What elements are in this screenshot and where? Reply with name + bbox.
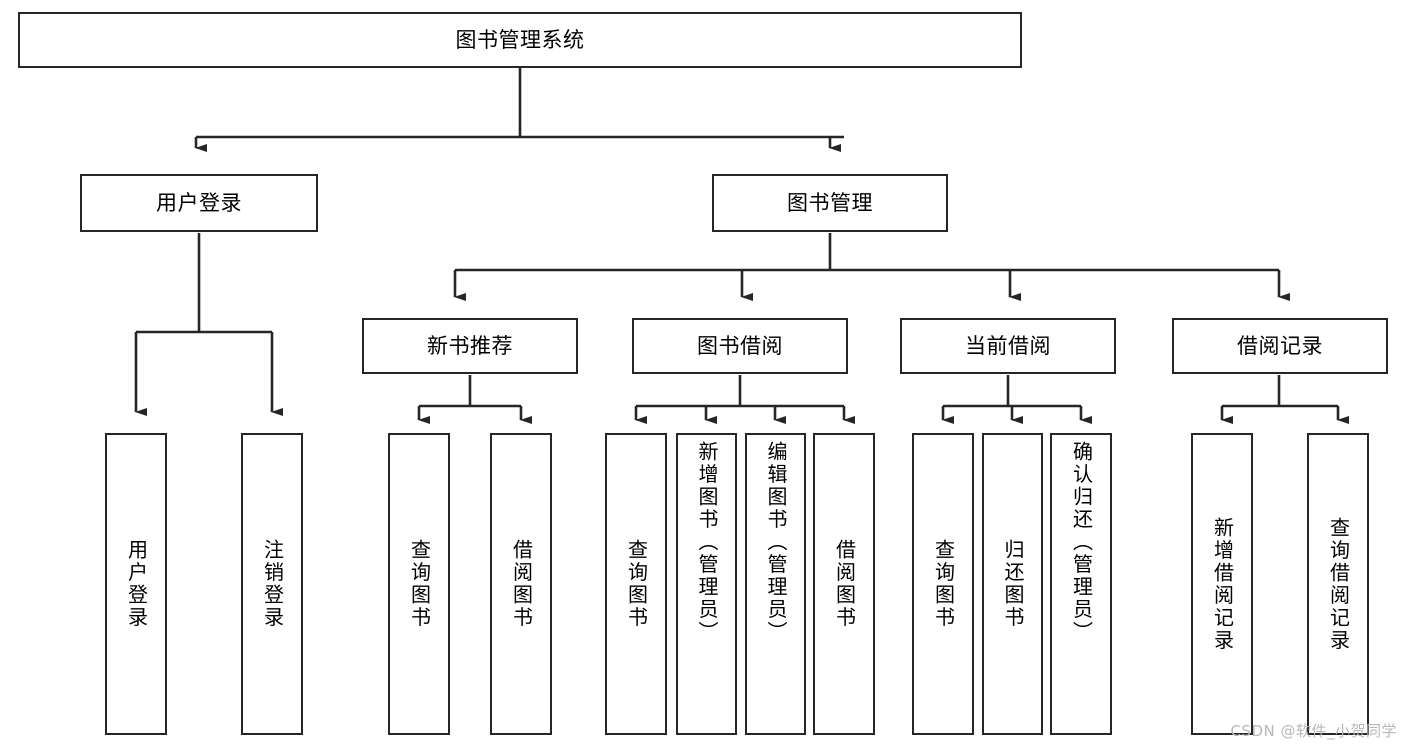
node-leaf-query-book-borrow[interactable]: 查询图书 (605, 433, 667, 735)
node-leaf-confirm-return-admin[interactable]: 确认归还（管理员） (1050, 433, 1112, 735)
node-leaf-query-book-recommend[interactable]: 查询图书 (388, 433, 450, 735)
node-user-login[interactable]: 用户登录 (80, 174, 318, 232)
node-leaf-edit-book-admin[interactable]: 编辑图书（管理员） (745, 433, 806, 735)
node-label: 用户登录 (156, 190, 242, 215)
node-label: 用户登录 (124, 539, 149, 629)
node-label: 注销登录 (260, 539, 285, 629)
node-leaf-borrow-book[interactable]: 借阅图书 (813, 433, 875, 735)
node-leaf-query-borrow-record[interactable]: 查询借阅记录 (1307, 433, 1369, 735)
node-book-management[interactable]: 图书管理 (712, 174, 948, 232)
node-label: 编辑图书（管理员） (764, 441, 788, 644)
node-leaf-return-book[interactable]: 归还图书 (982, 433, 1043, 735)
node-leaf-user-login[interactable]: 用户登录 (105, 433, 167, 735)
node-leaf-add-book-admin[interactable]: 新增图书（管理员） (676, 433, 737, 735)
node-leaf-add-borrow-record[interactable]: 新增借阅记录 (1191, 433, 1253, 735)
node-borrow-record[interactable]: 借阅记录 (1172, 318, 1388, 374)
node-label: 借阅图书 (832, 539, 857, 629)
node-label: 图书管理 (787, 190, 873, 215)
node-leaf-borrow-book-recommend[interactable]: 借阅图书 (490, 433, 552, 735)
node-label: 查询图书 (624, 539, 649, 629)
node-current-borrow[interactable]: 当前借阅 (900, 318, 1116, 374)
node-label: 归还图书 (1001, 539, 1025, 629)
node-label: 当前借阅 (965, 333, 1051, 358)
node-label: 新增借阅记录 (1210, 516, 1235, 652)
node-leaf-logout[interactable]: 注销登录 (241, 433, 303, 735)
node-label: 借阅记录 (1237, 333, 1323, 358)
node-leaf-query-book-current[interactable]: 查询图书 (912, 433, 974, 735)
node-label: 新书推荐 (427, 333, 513, 358)
node-new-book-recommend[interactable]: 新书推荐 (362, 318, 578, 374)
node-label: 查询图书 (931, 539, 956, 629)
node-label: 新增图书（管理员） (695, 441, 719, 644)
node-book-borrow[interactable]: 图书借阅 (632, 318, 848, 374)
node-label: 查询借阅记录 (1326, 516, 1351, 652)
node-label: 图书管理系统 (455, 27, 585, 52)
node-label: 查询图书 (407, 539, 432, 629)
node-label: 确认归还（管理员） (1069, 441, 1094, 644)
node-root-library-system[interactable]: 图书管理系统 (18, 12, 1022, 68)
node-label: 图书借阅 (697, 333, 783, 358)
node-label: 借阅图书 (509, 539, 534, 629)
